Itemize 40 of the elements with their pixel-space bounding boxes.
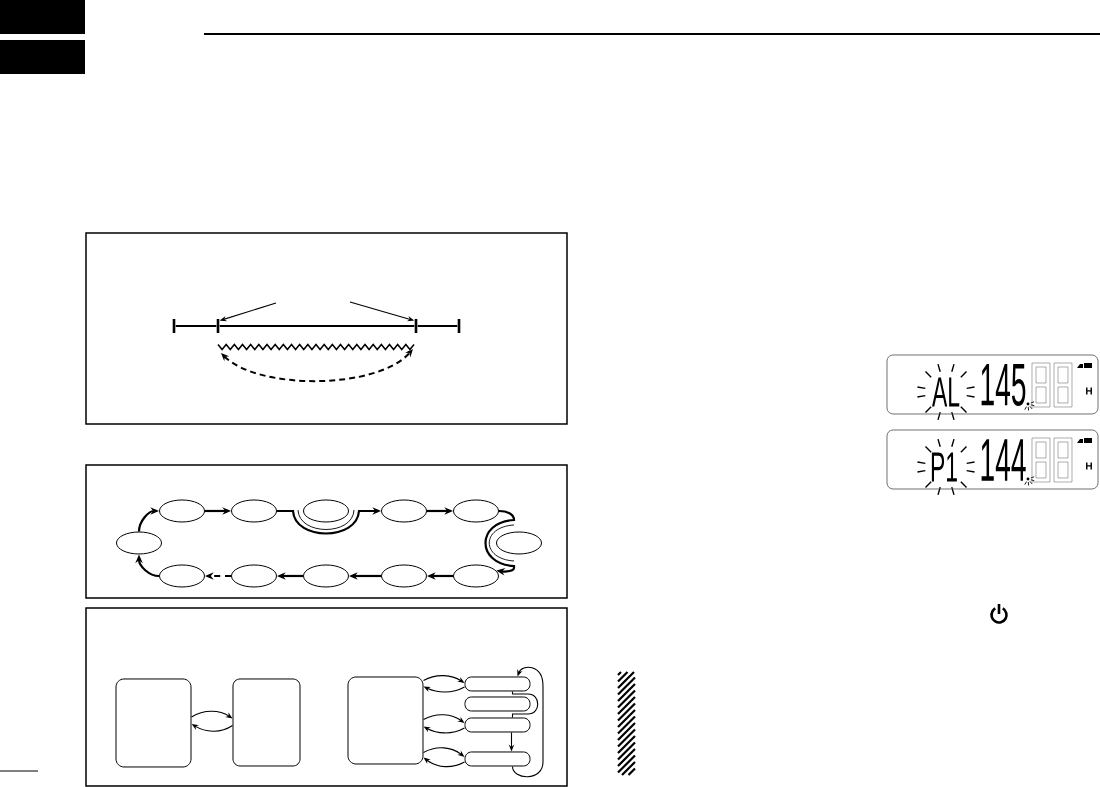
- pill-node: [464, 717, 531, 733]
- scale-line: [416, 325, 459, 327]
- scale-line: [174, 325, 218, 327]
- oval-node: [381, 564, 427, 588]
- oval-node: [453, 564, 499, 588]
- mode-readout: P1: [931, 452, 957, 482]
- section-tab: [0, 40, 85, 74]
- pill-node: [464, 676, 531, 692]
- oval-node: [159, 564, 205, 588]
- oval-node: [231, 499, 277, 523]
- oval-node: [116, 531, 162, 555]
- power-letter: H: [1086, 462, 1092, 470]
- scale-line: [218, 325, 416, 327]
- loop-arrow: [511, 666, 544, 778]
- mode-readout: AL: [932, 377, 960, 407]
- bypass-arrow: [484, 509, 516, 576]
- tick-mark: [216, 319, 220, 333]
- oval-node: [496, 531, 542, 555]
- pill-node: [464, 751, 531, 767]
- diagram-panel: [85, 607, 568, 787]
- bypass-line: [511, 690, 539, 719]
- oval-node: [231, 564, 277, 588]
- frequency-readout: 144: [981, 439, 1026, 481]
- oval-node: [453, 499, 499, 523]
- tick-mark: [414, 319, 418, 333]
- section-tab: [0, 0, 85, 34]
- oval-node: [159, 499, 205, 523]
- diagram-panel: [85, 464, 568, 599]
- tick-mark: [457, 319, 461, 333]
- oval-node: [381, 499, 427, 523]
- frequency-readout: 145: [981, 364, 1026, 406]
- tick-mark: [172, 319, 176, 333]
- oval-node: [303, 564, 349, 588]
- rounded-box: [232, 678, 301, 767]
- power-letter: H: [1086, 387, 1092, 395]
- rounded-box: [115, 678, 192, 768]
- oval-node: [303, 499, 349, 523]
- pill-node: [464, 696, 531, 712]
- diagram-panel: [85, 232, 568, 425]
- rounded-box: [347, 676, 424, 765]
